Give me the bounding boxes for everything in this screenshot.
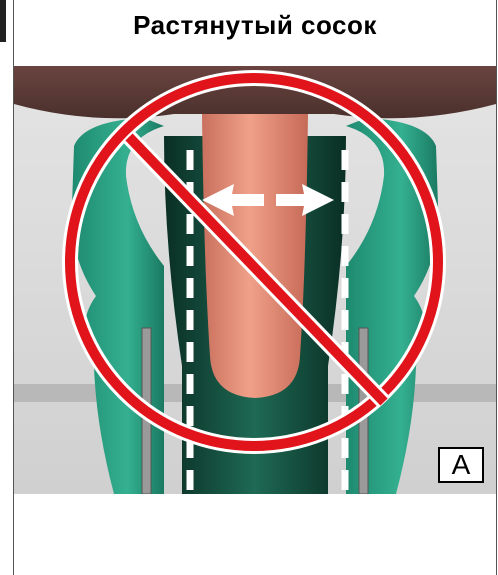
figure-label: A — [438, 447, 484, 483]
stretched-nipple-illustration — [14, 66, 496, 494]
nipple — [202, 114, 308, 398]
page-title: Растянутый сосок — [13, 10, 497, 41]
page-edge-mark — [0, 0, 6, 42]
